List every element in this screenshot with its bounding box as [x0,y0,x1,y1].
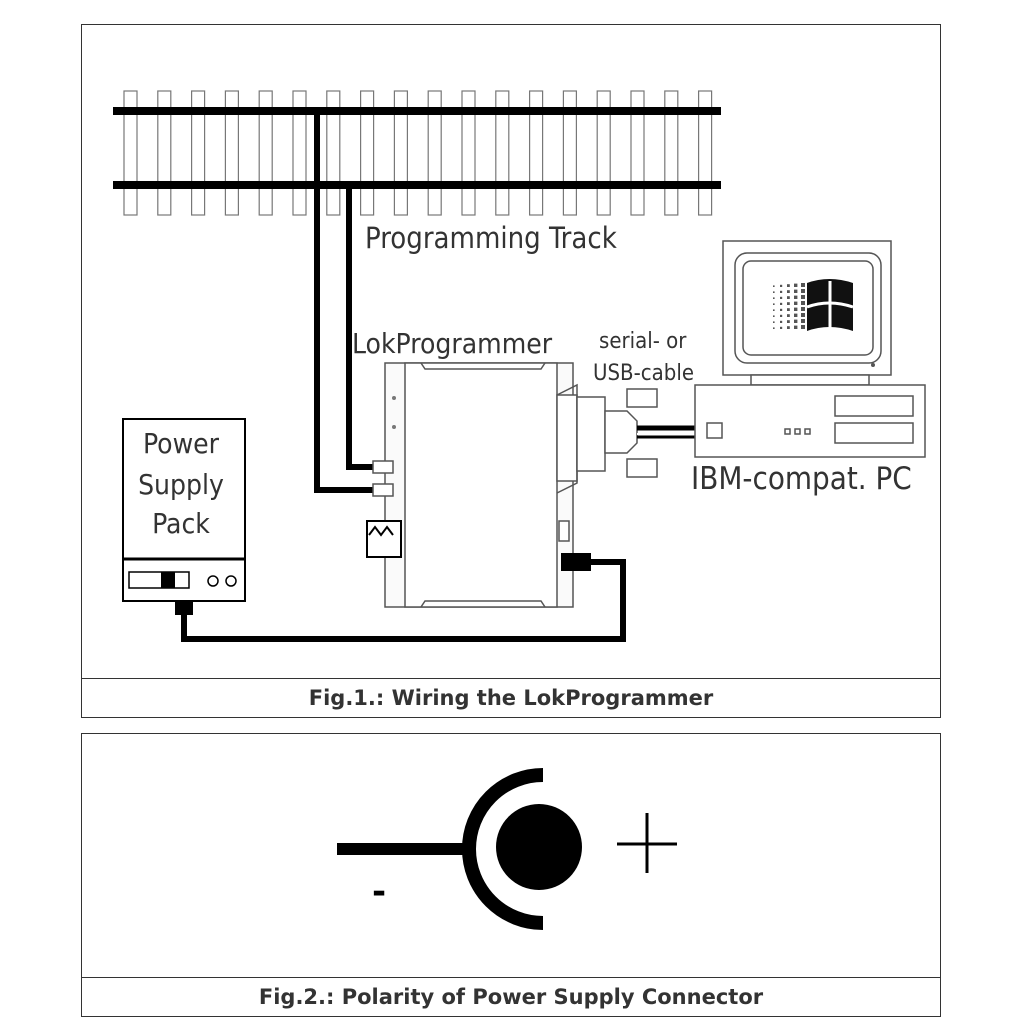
label-programming-track: Programming Track [365,221,618,255]
logo-dot [787,284,790,287]
logo-dot [801,301,805,305]
track-wires [314,115,373,493]
track-wire-left [314,115,373,493]
power-cable [181,553,626,642]
logo-dot [773,321,775,323]
power-supply-icon [122,418,246,615]
logo-dot [787,326,790,329]
logo-dot [787,296,790,299]
figure-2-caption: Fig.2.: Polarity of Power Supply Connect… [82,977,940,1016]
outer-sleeve-arc [462,768,544,930]
logo-dot [794,283,798,287]
negative-lead [337,843,467,855]
logo-dot [780,326,783,329]
polarity-symbol [337,768,677,930]
logo-dot [787,320,790,323]
label-cable-line1: serial- or [599,329,687,354]
center-pin [496,804,582,890]
polarity-diagram: - + [337,768,677,930]
logo-dot [794,289,798,293]
logo-dot [780,290,783,293]
logo-dot [773,285,775,287]
logo-dot [787,302,790,305]
logo-dot [794,325,798,329]
windows-logo-icon [773,279,854,332]
track-wire-right [346,189,373,470]
label-lokprogrammer: LokProgrammer [352,327,553,360]
logo-dot [801,319,805,323]
logo-dot [773,327,775,329]
logo-dot [773,303,775,305]
logo-dot [794,295,798,299]
figure-1-caption: Fig.1.: Wiring the LokProgrammer [82,678,940,717]
logo-dot [780,308,783,311]
logo-dot [787,290,790,293]
label-psu-line2: Supply [138,468,224,501]
rail-top [113,107,721,115]
logo-dot [787,314,790,317]
logo-dot [773,315,775,317]
logo-dot [780,296,783,299]
logo-dot [794,319,798,323]
logo-dot [801,295,805,299]
logo-dot [801,289,805,293]
logo-dot [773,291,775,293]
label-cable-line2: USB-cable [593,361,694,386]
figure-2-panel: - + Fig.2.: Polarity of Power Supply Con… [81,733,941,1017]
logo-dot [780,314,783,317]
label-pc: IBM-compat. PC [691,461,912,497]
minus-sign: - [372,872,386,912]
label-psu-line3: Pack [152,507,210,540]
serial-usb-cable [637,425,697,439]
label-psu-line1: Power [143,427,220,460]
rail-bottom [113,181,721,189]
logo-dot [780,302,783,305]
logo-dot [801,283,805,287]
logo-dot [794,301,798,305]
logo-dot [787,308,790,311]
logo-dot [801,325,805,329]
logo-dot [780,320,783,323]
logo-dot [801,307,805,311]
figure-1-panel: Programming Track LokProgr [81,24,941,718]
logo-dot [794,313,798,317]
lokprogrammer-box [366,362,658,608]
wiring-diagram: Programming Track LokProgr [113,90,926,642]
pc-case-icon [694,384,926,458]
logo-dot [773,297,775,299]
logo-dot [801,313,805,317]
logo-dot [794,307,798,311]
railway-track [113,90,721,216]
logo-dot [780,284,783,287]
logo-dot [773,309,775,311]
